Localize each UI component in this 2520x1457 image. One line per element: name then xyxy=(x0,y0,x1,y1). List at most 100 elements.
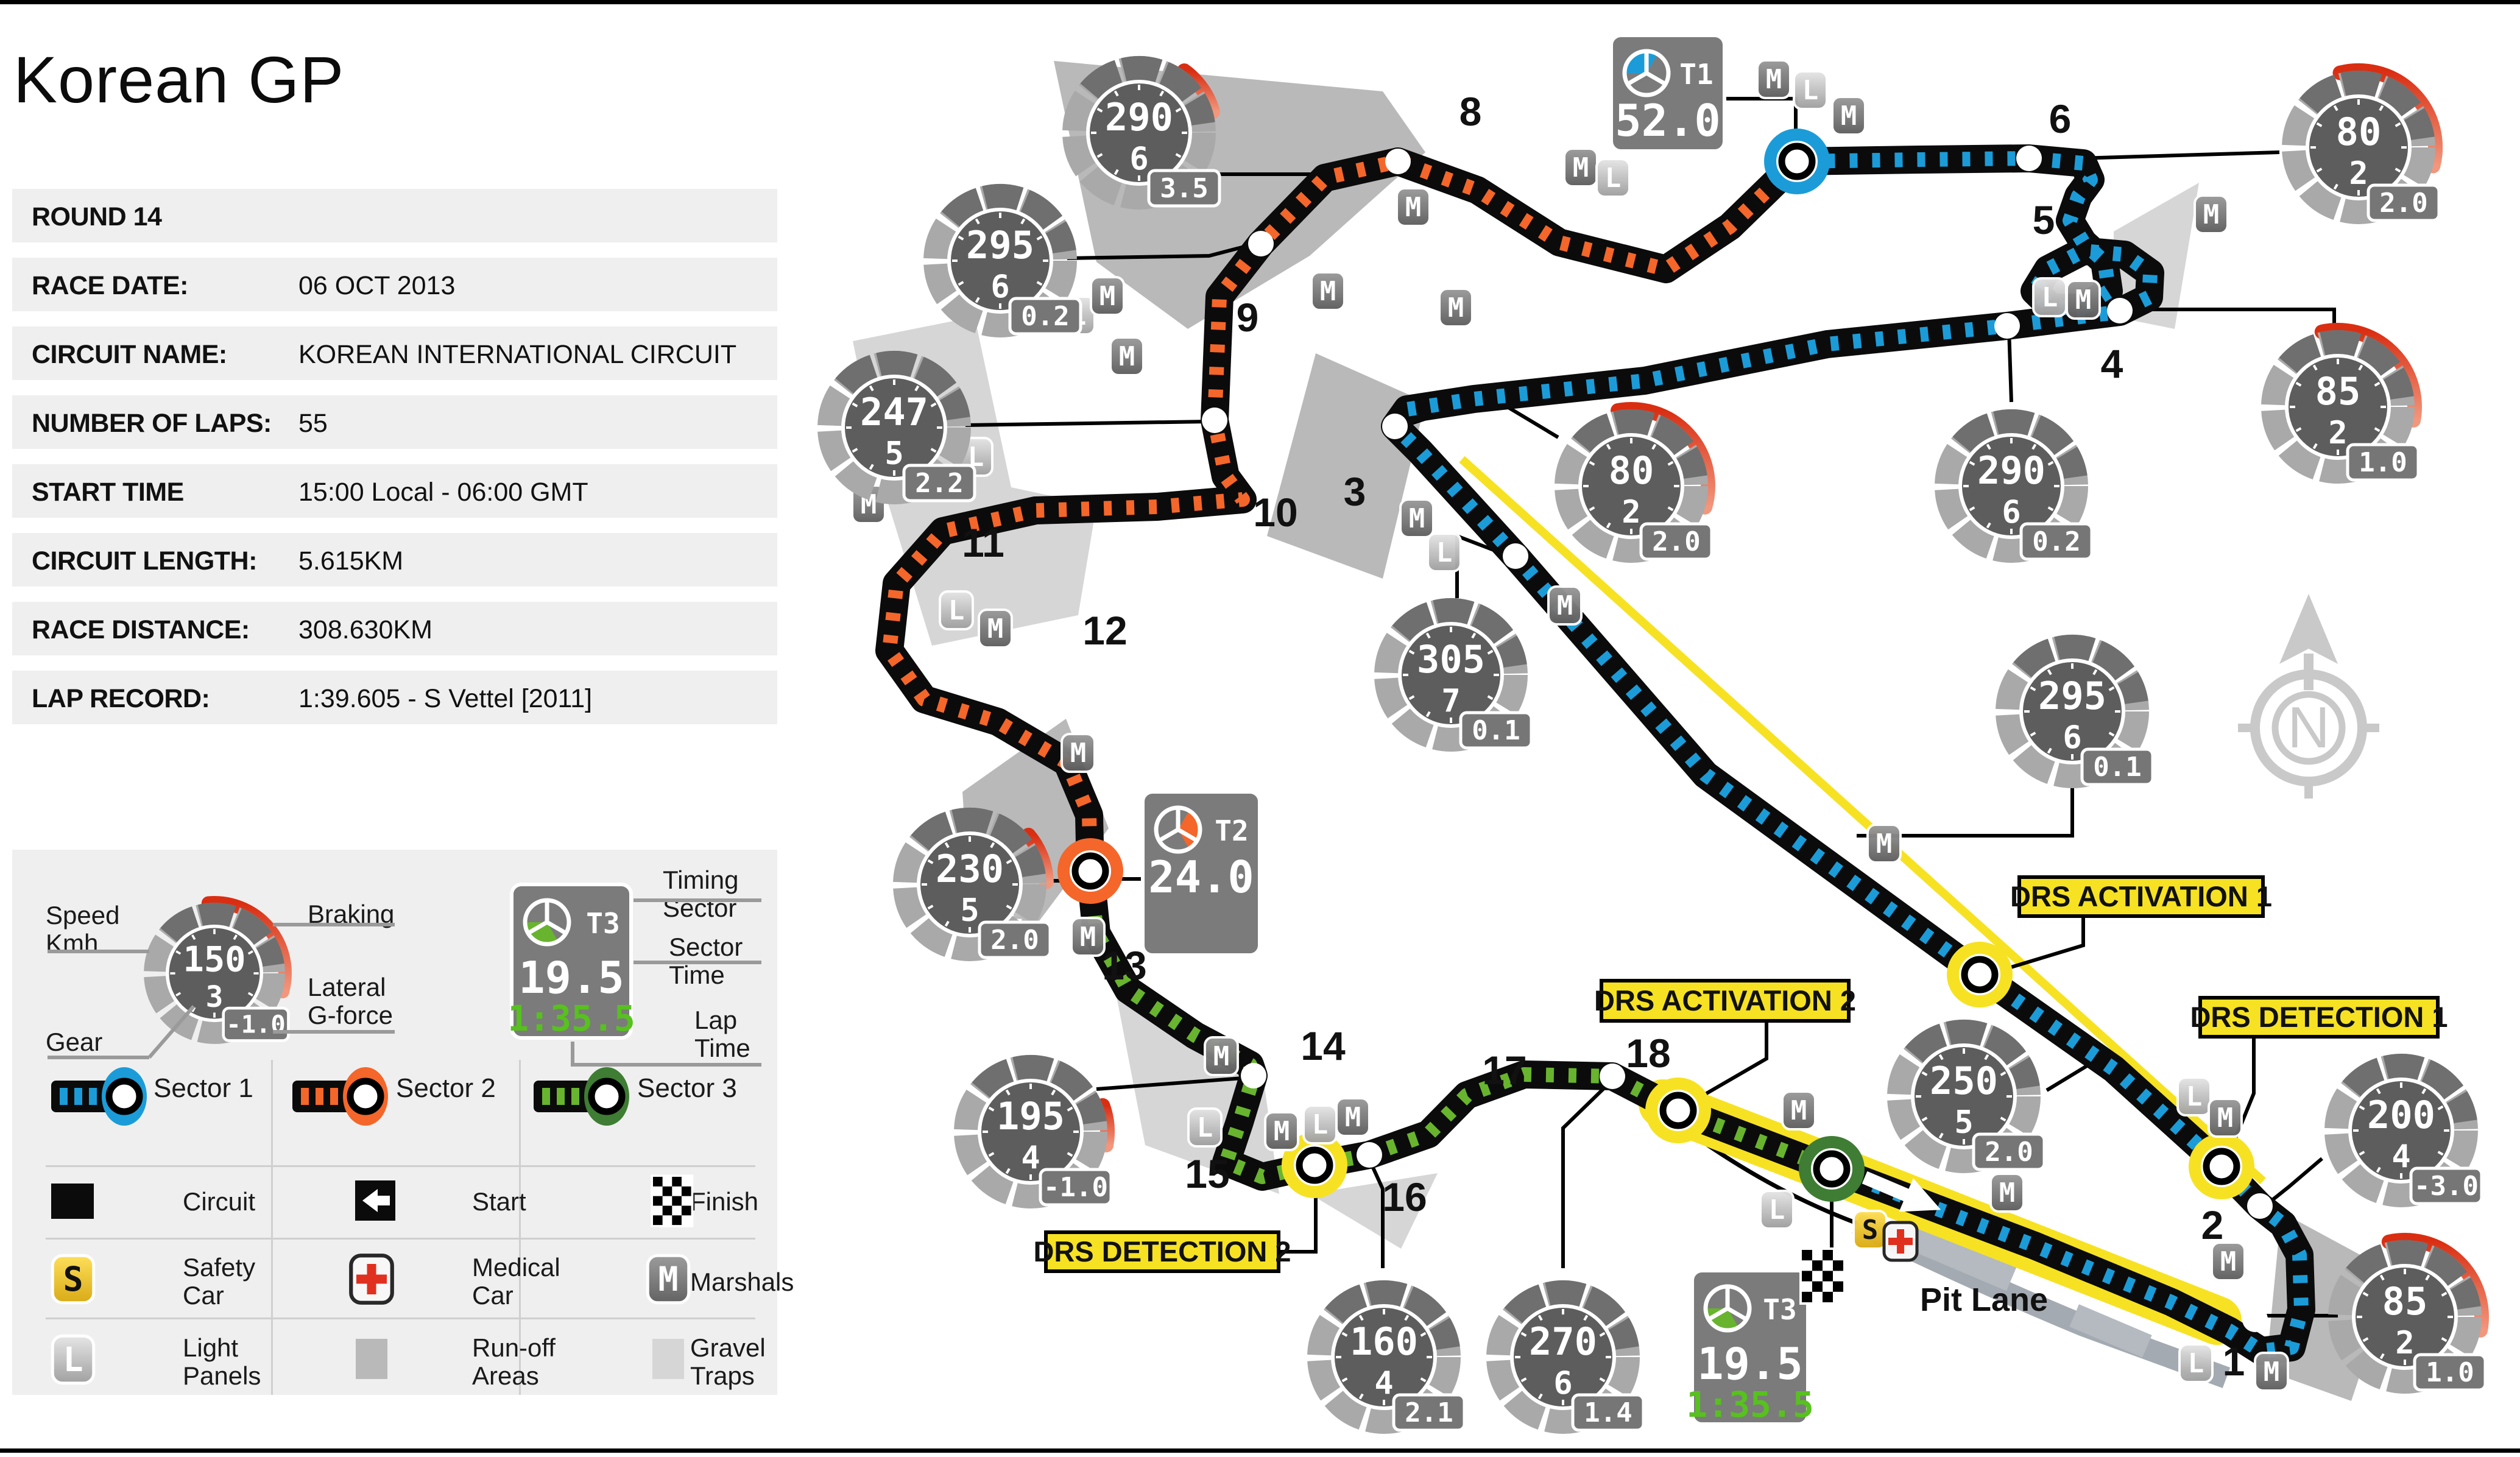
connector-line xyxy=(2007,328,2013,403)
marshal-badge: M xyxy=(1756,59,1791,99)
legend-marshals-label: Marshals xyxy=(690,1268,794,1296)
marshal-badge: M xyxy=(1070,917,1106,957)
dial-gforce-value: 2.0 xyxy=(1985,1137,2033,1168)
info-label: CIRCUIT LENGTH: xyxy=(32,546,257,576)
safety-car-line xyxy=(1459,456,2266,1185)
gforce-box: 1.0 xyxy=(2346,443,2420,482)
dial-speed-value: 195 xyxy=(997,1094,1065,1138)
gforce-box: 0.1 xyxy=(1459,711,1533,750)
connector-line xyxy=(1096,1076,1243,1091)
dial-gforce-value: 2.0 xyxy=(990,925,1039,956)
svg-text:DRS DETECTION 2: DRS DETECTION 2 xyxy=(1033,1235,1291,1268)
dial-gear-value: 6 xyxy=(990,269,1009,305)
corner-number: 4 xyxy=(2101,341,2123,386)
drs-label: DRS DETECTION 1 xyxy=(2190,996,2448,1039)
drs-label: DRS ACTIVATION 2 xyxy=(1594,979,1856,1023)
light-panel-badge: L xyxy=(2176,1076,2212,1117)
dial-speed-value: 295 xyxy=(2038,674,2106,718)
svg-text:N: N xyxy=(2287,695,2329,760)
connector-line xyxy=(1455,533,1511,598)
svg-text:M: M xyxy=(1274,1116,1290,1147)
marshal-badge: M xyxy=(1109,336,1145,376)
svg-text:L: L xyxy=(2188,1348,2204,1379)
corner-number: 15 xyxy=(1185,1151,1229,1196)
sector3-timing-marker xyxy=(1799,1136,1865,1202)
drs-label: DRS DETECTION 2 xyxy=(1033,1230,1291,1273)
marshal-badge: M xyxy=(1438,288,1474,328)
corner-number: 17 xyxy=(1482,1048,1526,1093)
light-panel-badge: L xyxy=(1187,1107,1223,1148)
svg-text:M: M xyxy=(987,613,1004,644)
svg-text:M: M xyxy=(1791,1095,1807,1126)
svg-text:L: L xyxy=(1312,1109,1329,1140)
svg-text:DRS DETECTION 1: DRS DETECTION 1 xyxy=(2190,1001,2448,1033)
dial-gear-value: 6 xyxy=(2063,719,2081,756)
dial-speed-value: 160 xyxy=(1350,1319,1418,1364)
connector-line xyxy=(1990,916,2085,975)
light-panel-badge: L xyxy=(1793,70,1828,110)
timing-sector-time: 24.0 xyxy=(1148,852,1254,903)
marshal-badge: M xyxy=(1781,1090,1816,1131)
legend-finish-label: Finish xyxy=(690,1187,759,1216)
connector-line xyxy=(2225,1037,2256,1162)
dial-gforce-value: -3.0 xyxy=(2414,1171,2479,1202)
dial-gforce-value: 0.2 xyxy=(2032,526,2080,557)
gforce-box: 2.0 xyxy=(1639,522,1714,561)
info-label: NUMBER OF LAPS: xyxy=(32,409,272,438)
info-label: RACE DATE: xyxy=(32,271,188,300)
runoff-area xyxy=(962,719,1109,926)
dial-gforce-value: 1.4 xyxy=(1584,1397,1632,1428)
info-value: 15:00 Local - 06:00 GMT xyxy=(298,478,588,507)
gforce-box: 2.0 xyxy=(1972,1132,2046,1171)
connector-line xyxy=(1402,395,1559,439)
dial-gforce-value: -1.0 xyxy=(1043,1172,1108,1203)
timing-lap-time: 1:35.5 xyxy=(1686,1384,1814,1425)
dial-speed-value: 290 xyxy=(1105,95,1173,139)
corner-dot xyxy=(1503,543,1528,569)
info-row-1: RACE DATE:06 OCT 2013 xyxy=(12,258,777,311)
legend-circuit-label: Circuit xyxy=(183,1187,256,1216)
svg-text:DRS ACTIVATION 2: DRS ACTIVATION 2 xyxy=(1594,984,1856,1017)
info-label: ROUND 14 xyxy=(32,202,162,231)
light-panel-badge: L xyxy=(2032,277,2067,317)
gforce-box: 1.0 xyxy=(2413,1353,2487,1392)
info-label: CIRCUIT NAME: xyxy=(32,340,227,369)
corner-dot xyxy=(1357,1142,1382,1168)
start-arrow-icon xyxy=(1862,1171,1941,1212)
braking-arc xyxy=(1177,63,1221,119)
svg-text:L: L xyxy=(2042,282,2058,313)
marshal-badge: M xyxy=(1989,1173,2025,1213)
braking-arc xyxy=(2332,63,2443,174)
corner-dot xyxy=(1241,1063,1266,1088)
gforce-box: -1.0 xyxy=(1039,1168,1113,1207)
corner-dot xyxy=(1248,231,1274,256)
marshal-badge: M xyxy=(2208,1098,2243,1138)
marshal-badge: M xyxy=(1399,498,1435,538)
drs-activation-2-point xyxy=(1645,1078,1711,1143)
corner-dot xyxy=(2107,298,2133,323)
connector-line xyxy=(1369,1161,1385,1268)
legend-sector1-label: Sector 1 xyxy=(154,1073,253,1103)
marshal-badge: M xyxy=(2254,1352,2289,1392)
svg-text:M: M xyxy=(2264,1356,2280,1388)
dial-gear-value: 4 xyxy=(1374,1365,1393,1402)
dial-gear-value: 2 xyxy=(2349,155,2368,192)
info-value: KOREAN INTERNATIONAL CIRCUIT xyxy=(298,340,737,369)
dial-speed-value: 305 xyxy=(1417,637,1485,682)
dial-gear-value: 4 xyxy=(2391,1138,2410,1175)
dial-speed-value: 80 xyxy=(1609,448,1654,493)
dial-gforce-value: 0.1 xyxy=(1472,715,1520,746)
connector-line xyxy=(1277,1174,1318,1254)
gforce-box: 2.0 xyxy=(2366,183,2441,222)
dial-gear-value: 2 xyxy=(1622,494,1640,531)
dial-gforce-value: 1.0 xyxy=(2359,447,2407,478)
marshal-badge: M xyxy=(2194,194,2229,235)
